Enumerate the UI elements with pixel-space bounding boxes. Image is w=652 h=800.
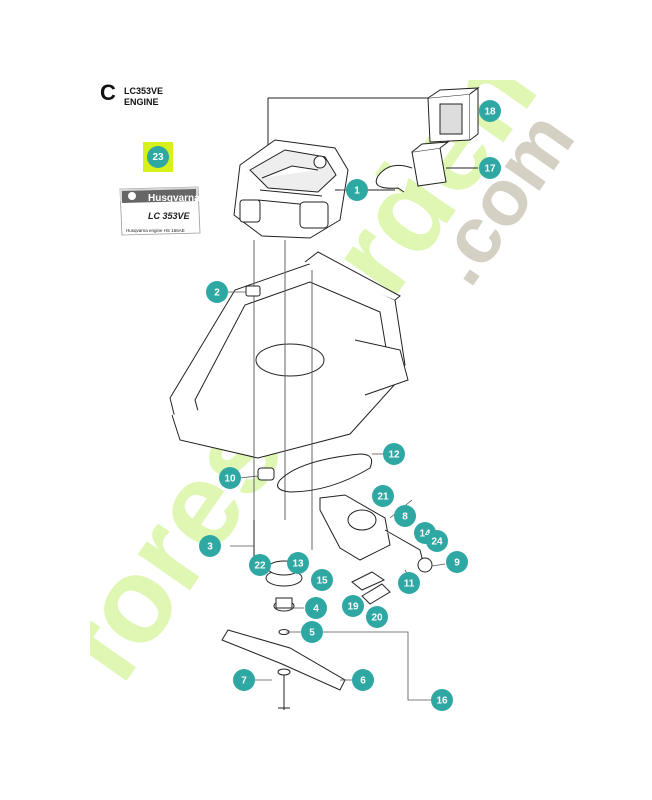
callout-23-highlight[interactable]: 23 bbox=[143, 142, 173, 172]
callout-19-label: 19 bbox=[347, 602, 359, 613]
charger bbox=[375, 141, 478, 193]
callout-12-label: 12 bbox=[388, 450, 400, 461]
callout-1-label: 1 bbox=[354, 186, 360, 197]
callout-5[interactable]: 5 bbox=[301, 621, 323, 643]
decal-model: LC 353VE bbox=[148, 211, 190, 221]
callout-2-label: 2 bbox=[214, 288, 220, 299]
callout-8-label: 8 bbox=[402, 512, 408, 523]
callout-16-label: 16 bbox=[436, 696, 448, 707]
engine bbox=[233, 97, 446, 239]
callout-3-label: 3 bbox=[207, 542, 213, 553]
decal-engine-text: Husqvarna engine HS 166AE bbox=[126, 228, 185, 233]
callout-24[interactable]: 24 bbox=[426, 530, 448, 552]
blade-adapter bbox=[273, 597, 295, 612]
gearbox bbox=[319, 494, 433, 573]
section-subtitle: ENGINE bbox=[124, 97, 159, 107]
callout-3[interactable]: 3 bbox=[199, 535, 221, 557]
decal-label bbox=[119, 186, 201, 236]
callout-23[interactable]: 23 bbox=[147, 146, 169, 168]
callout-18-label: 18 bbox=[484, 107, 496, 118]
callout-10-label: 10 bbox=[224, 474, 236, 485]
callout-6[interactable]: 6 bbox=[352, 669, 374, 691]
callout-22-label: 22 bbox=[254, 561, 266, 572]
section-letter: C bbox=[100, 80, 116, 105]
callout-13[interactable]: 13 bbox=[287, 552, 309, 574]
callout-17-label: 17 bbox=[484, 164, 496, 175]
callout-5-label: 5 bbox=[309, 628, 315, 639]
callout-24-label: 24 bbox=[431, 537, 443, 548]
callout-20[interactable]: 20 bbox=[366, 606, 388, 628]
callout-12[interactable]: 12 bbox=[383, 443, 405, 465]
callout-9[interactable]: 9 bbox=[446, 551, 468, 573]
husqvarna-logo-icon bbox=[128, 192, 136, 200]
callout-15-label: 15 bbox=[316, 576, 328, 587]
model-title: LC353VE bbox=[124, 86, 164, 96]
callout-15[interactable]: 15 bbox=[311, 569, 333, 591]
mower-deck bbox=[169, 251, 409, 459]
callout-1[interactable]: 1 bbox=[346, 179, 368, 201]
callout-2[interactable]: 2 bbox=[206, 281, 228, 303]
callout-7[interactable]: 7 bbox=[233, 669, 255, 691]
callout-4[interactable]: 4 bbox=[305, 597, 327, 619]
decal-brand: Husqvarna bbox=[148, 193, 200, 204]
callout-11-label: 11 bbox=[404, 579, 415, 590]
callout-21-label: 21 bbox=[377, 492, 389, 503]
blade bbox=[221, 629, 346, 691]
callout-4-label: 4 bbox=[313, 604, 319, 615]
callout-19[interactable]: 19 bbox=[342, 595, 364, 617]
callout-13-label: 13 bbox=[292, 559, 304, 570]
callout-14-label: 14 bbox=[419, 529, 431, 540]
callout-10[interactable]: 10 bbox=[219, 467, 241, 489]
callout-9-label: 9 bbox=[454, 558, 460, 569]
callout-21[interactable]: 21 bbox=[372, 485, 394, 507]
callout-7-label: 7 bbox=[241, 676, 247, 687]
callout-18[interactable]: 18 bbox=[479, 100, 501, 122]
callout-6-label: 6 bbox=[360, 676, 366, 687]
callout-16[interactable]: 16 bbox=[431, 689, 453, 711]
callout-8[interactable]: 8 bbox=[394, 505, 416, 527]
callout-17[interactable]: 17 bbox=[479, 157, 501, 179]
callout-11[interactable]: 11 bbox=[398, 572, 420, 594]
battery bbox=[427, 87, 480, 143]
callout-22[interactable]: 22 bbox=[249, 554, 271, 576]
callout-20-label: 20 bbox=[371, 613, 383, 624]
